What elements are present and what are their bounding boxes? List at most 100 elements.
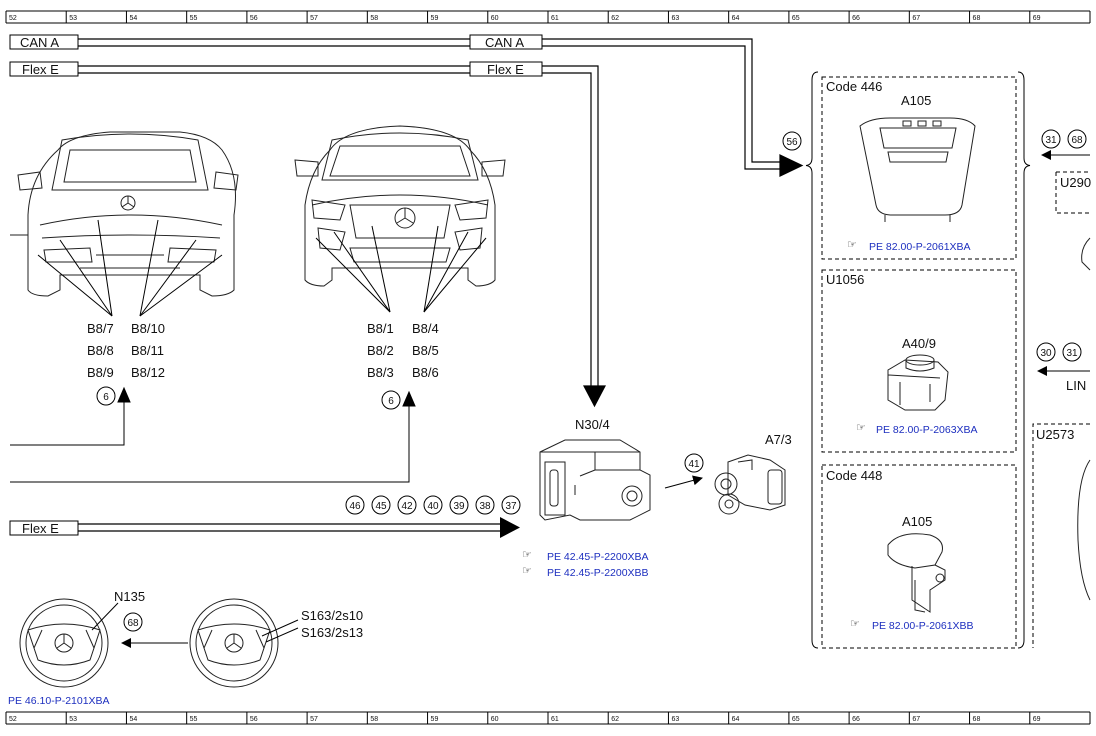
a7-3-unit xyxy=(714,454,786,515)
front-car-wire xyxy=(10,390,416,483)
ruler-col-label: 54 xyxy=(129,15,137,22)
ruler-col-label: 54 xyxy=(129,716,137,723)
steering-leaders xyxy=(91,602,299,643)
ruler-col-label: 58 xyxy=(370,716,378,723)
ruler-col-label: 66 xyxy=(852,716,860,723)
sensor-b8-7: B8/7 xyxy=(87,321,114,336)
a7-3-label: A7/3 xyxy=(765,432,792,447)
sensor-b8-8: B8/8 xyxy=(87,343,114,358)
edge-box-u290: U290 xyxy=(1055,171,1091,214)
box-code-448-title: Code 448 xyxy=(826,468,882,483)
n30-input-circle xyxy=(345,495,365,515)
front-sensor-leaders xyxy=(315,225,487,313)
box-code-446: Code 446 A105 ☞ PE 82.00-P-2061XBA xyxy=(821,76,1017,260)
n30-input-circle xyxy=(475,495,495,515)
bus-lines xyxy=(78,38,470,74)
steering-ref: PE 46.10-P-2101XBA xyxy=(8,695,110,707)
sensor-b8-10: B8/10 xyxy=(131,321,165,336)
rear-car-illustration xyxy=(10,131,239,297)
n30-input-circle-text: 45 xyxy=(375,501,387,512)
ruler-col-label: 67 xyxy=(912,716,920,723)
rear-ref-circle-text: 6 xyxy=(103,392,109,403)
switch-s163-2s10: S163/2s10 xyxy=(301,608,363,623)
bus-flex-e-lower-label: Flex E xyxy=(22,521,59,536)
edge-circle-31b-text: 31 xyxy=(1066,348,1078,359)
ruler-col-label: 62 xyxy=(611,716,619,723)
box-code-448-ref: PE 82.00-P-2061XBB xyxy=(872,620,974,632)
bus-can-a-label: CAN A xyxy=(20,35,59,50)
n30-input-circle xyxy=(371,495,391,515)
sensor-b8-3: B8/3 xyxy=(367,365,394,380)
bus-flex-e-label: Flex E xyxy=(22,62,59,77)
edge-circle-30-text: 30 xyxy=(1040,348,1052,359)
ruler-col-label: 68 xyxy=(973,716,981,723)
front-sensor-labels: B8/1 B8/2 B8/3 B8/4 B8/5 B8/6 xyxy=(367,321,439,380)
ruler-col-label: 60 xyxy=(491,15,499,22)
ruler-col-label: 58 xyxy=(370,15,378,22)
steering-circle-text: 68 xyxy=(127,618,139,629)
n30-input-circle-text: 38 xyxy=(479,501,491,512)
sensor-b8-1: B8/1 xyxy=(367,321,394,336)
ruler-col-label: 63 xyxy=(671,716,679,723)
front-ref-circle: 6 xyxy=(381,390,401,410)
overhead-console-illustration xyxy=(859,117,976,222)
n30-input-circle-text: 37 xyxy=(505,501,517,512)
n30-input-circle xyxy=(449,495,469,515)
ruler-col-label: 53 xyxy=(69,15,77,22)
ruler-col-label: 56 xyxy=(250,716,258,723)
ruler-col-label: 62 xyxy=(611,15,619,22)
ruler-col-label: 52 xyxy=(9,716,17,723)
n30-4-label: N30/4 xyxy=(575,417,610,432)
bus-can-a-left: CAN A xyxy=(9,34,79,50)
edge-circles-top: 31 68 xyxy=(1041,129,1090,160)
can-circle-56: 56 xyxy=(782,131,802,151)
ruler-col-label: 68 xyxy=(973,15,981,22)
rear-ref-circle: 6 xyxy=(96,386,116,406)
n30-input-circle-text: 39 xyxy=(453,501,465,512)
ruler-col-label: 55 xyxy=(190,15,198,22)
n30-4-ref-1: PE 42.45-P-2200XBA xyxy=(547,551,649,563)
bus-flex-e-mid: Flex E xyxy=(469,61,543,77)
n30-input-circle xyxy=(397,495,417,515)
box-u1056: U1056 A40/9 ☞ PE 82.00-P-2063XBA xyxy=(821,269,1017,453)
ruler-col-label: 56 xyxy=(250,15,258,22)
flex-e-route xyxy=(542,65,606,408)
bus-flex-e-lower: Flex E xyxy=(9,517,520,538)
bus-can-a-mid: CAN A xyxy=(469,34,543,50)
sensor-b8-9: B8/9 xyxy=(87,365,114,380)
sensor-b8-2: B8/2 xyxy=(367,343,394,358)
ruler-col-label: 64 xyxy=(732,15,740,22)
box-code-446-part: A105 xyxy=(901,93,931,108)
right-panel-bracket xyxy=(805,71,1031,649)
edge-box-u2573: U2573 xyxy=(1032,237,1091,648)
n30-input-circle-text: 42 xyxy=(401,501,413,512)
sensor-b8-4: B8/4 xyxy=(412,321,439,336)
front-ref-circle-text: 6 xyxy=(388,396,394,407)
ruler-col-label: 67 xyxy=(912,15,920,22)
bus-can-a-mid-label: CAN A xyxy=(485,35,524,50)
n135-label: N135 xyxy=(114,589,145,604)
ruler-col-label: 69 xyxy=(1033,15,1041,22)
rear-car-wire xyxy=(10,386,131,446)
n30-input-circle-text: 40 xyxy=(427,501,439,512)
bus-flex-e-mid-label: Flex E xyxy=(487,62,524,77)
a7-3-circle-text: 41 xyxy=(688,459,700,470)
can-circle-56-text: 56 xyxy=(786,137,798,148)
box-u1056-ref: PE 82.00-P-2063XBA xyxy=(876,424,978,436)
edge-circles-mid: 30 31 LIN xyxy=(1036,342,1090,393)
rear-sensor-leaders xyxy=(37,219,223,317)
sensor-b8-6: B8/6 xyxy=(412,365,439,380)
sensor-b8-12: B8/12 xyxy=(131,365,165,380)
edge-box-u2573-title: U2573 xyxy=(1036,427,1074,442)
box-u1056-title: U1056 xyxy=(826,272,864,287)
ruler-col-label: 57 xyxy=(310,15,318,22)
ruler-col-label: 66 xyxy=(852,15,860,22)
ruler-col-label: 63 xyxy=(671,15,679,22)
ruler-col-label: 64 xyxy=(732,716,740,723)
ruler-col-label: 53 xyxy=(69,716,77,723)
ruler-col-label: 57 xyxy=(310,716,318,723)
pointer-hand-icon: ☞ xyxy=(856,422,866,434)
